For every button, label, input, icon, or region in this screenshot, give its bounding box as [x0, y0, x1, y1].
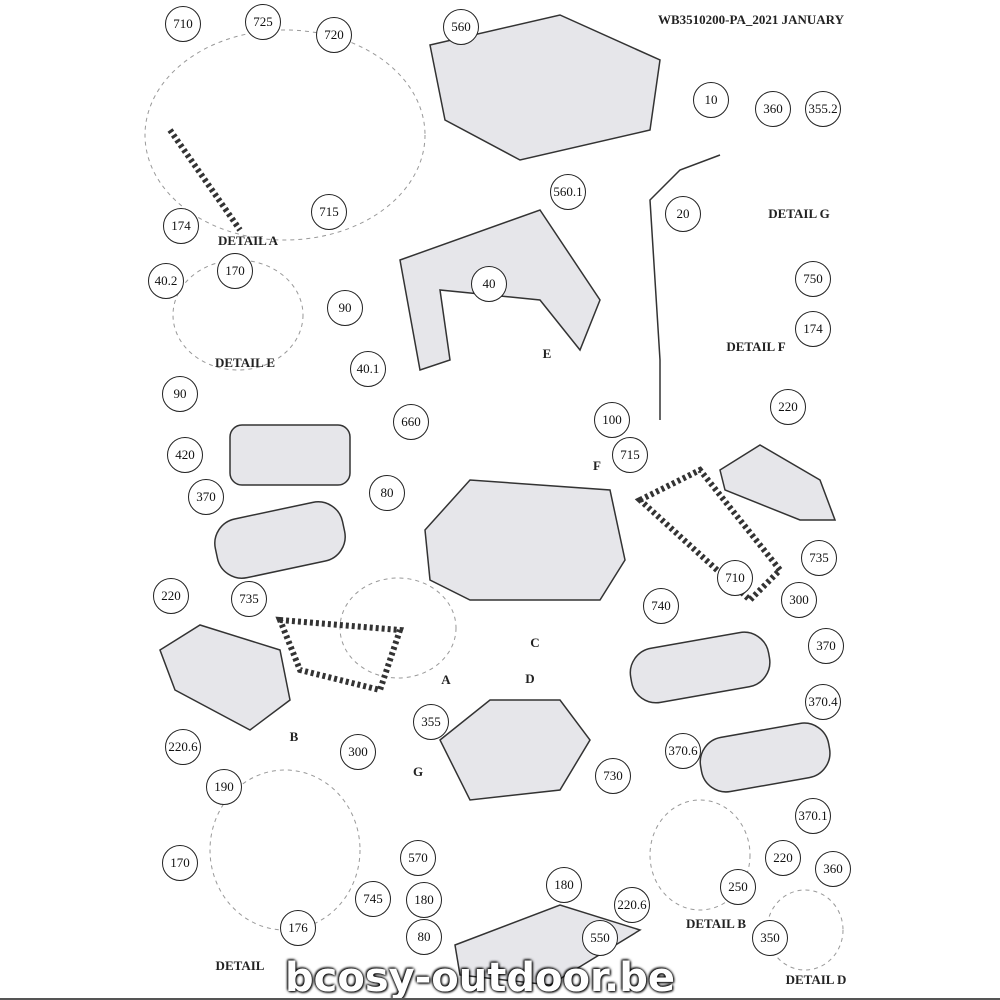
detail-label: DETAIL	[215, 958, 265, 973]
callout-180: 180	[406, 882, 442, 918]
callout-660: 660	[393, 404, 429, 440]
callout-710: 710	[165, 6, 201, 42]
callout-360: 360	[815, 851, 851, 887]
watermark: bcosy-outdoor.be	[285, 955, 675, 1000]
callout-740: 740	[643, 588, 679, 624]
callout-745: 745	[355, 881, 391, 917]
callout-735: 735	[801, 540, 837, 576]
callout-80: 80	[369, 475, 405, 511]
detail-label: DETAIL D	[785, 972, 847, 987]
detail-label: DETAIL G	[768, 206, 830, 221]
part-355-motor	[439, 699, 591, 801]
part-560-cover	[429, 14, 661, 161]
callout-176: 176	[280, 910, 316, 946]
callout-715: 715	[612, 437, 648, 473]
part-174-track	[167, 128, 243, 232]
callout-174: 174	[163, 208, 199, 244]
part-370-1-roller	[699, 722, 831, 793]
callout-730: 730	[595, 758, 631, 794]
callout-20: 20	[665, 196, 701, 232]
document-code: WB3510200-PA_2021 JANUARY	[658, 12, 844, 27]
detail-label: DETAIL E	[214, 355, 276, 370]
callout-720: 720	[316, 17, 352, 53]
detail-a-callout-circle	[339, 577, 457, 679]
part-420	[229, 424, 351, 486]
callout-300: 300	[781, 582, 817, 618]
detail-a-circle	[144, 29, 426, 241]
callout-750: 750	[795, 261, 831, 297]
callout-560: 560	[443, 9, 479, 45]
part-220-side	[159, 624, 291, 731]
callout-220: 220	[770, 389, 806, 425]
callout-370: 370	[188, 479, 224, 515]
detail-b-circle	[649, 799, 751, 911]
callout-370-1: 370.1	[795, 798, 831, 834]
callout-370-6: 370.6	[665, 733, 701, 769]
callout-370: 370	[808, 628, 844, 664]
part-80-body	[424, 479, 626, 601]
callout-300: 300	[340, 734, 376, 770]
callout-10: 10	[693, 82, 729, 118]
part-20-cable	[649, 154, 721, 420]
part-370-roller-right	[629, 631, 771, 704]
callout-725: 725	[245, 4, 281, 40]
callout-40: 40	[471, 266, 507, 302]
callout-40-1: 40.1	[350, 351, 386, 387]
callout-180: 180	[546, 867, 582, 903]
callout-710: 710	[717, 560, 753, 596]
callout-90: 90	[327, 290, 363, 326]
callout-250: 250	[720, 869, 756, 905]
bottom-border	[0, 998, 1000, 1000]
detail-label: DETAIL F	[726, 339, 786, 354]
detail-label: B	[289, 729, 299, 744]
callout-80: 80	[406, 919, 442, 955]
detail-label: D	[525, 671, 535, 686]
callout-90: 90	[162, 376, 198, 412]
callout-220-6: 220.6	[165, 729, 201, 765]
part-220-side-right	[719, 444, 837, 521]
detail-label: C	[530, 635, 540, 650]
callout-220: 220	[153, 578, 189, 614]
callout-350: 350	[752, 920, 788, 956]
detail-label: A	[441, 672, 451, 687]
part-300-track-left	[275, 616, 405, 694]
callout-100: 100	[594, 402, 630, 438]
callout-220: 220	[765, 840, 801, 876]
callout-355-2: 355.2	[805, 91, 841, 127]
callout-550: 550	[582, 920, 618, 956]
detail-label: E	[542, 346, 552, 361]
detail-label: G	[412, 764, 424, 779]
detail-label: DETAIL B	[685, 916, 747, 931]
callout-170: 170	[162, 845, 198, 881]
callout-220-6: 220.6	[614, 887, 650, 923]
detail-label: F	[593, 458, 601, 473]
callout-420: 420	[167, 437, 203, 473]
callout-190: 190	[206, 769, 242, 805]
callout-570: 570	[400, 840, 436, 876]
callout-715: 715	[311, 194, 347, 230]
part-300-track-right	[634, 466, 785, 605]
callout-560-1: 560.1	[550, 174, 586, 210]
part-370-roller	[214, 501, 346, 579]
detail-label: DETAIL A	[217, 233, 279, 248]
callout-360: 360	[755, 91, 791, 127]
callout-370-4: 370.4	[805, 684, 841, 720]
callout-170: 170	[217, 253, 253, 289]
callout-40-2: 40.2	[148, 263, 184, 299]
callout-735: 735	[231, 581, 267, 617]
callout-355: 355	[413, 704, 449, 740]
callout-174: 174	[795, 311, 831, 347]
